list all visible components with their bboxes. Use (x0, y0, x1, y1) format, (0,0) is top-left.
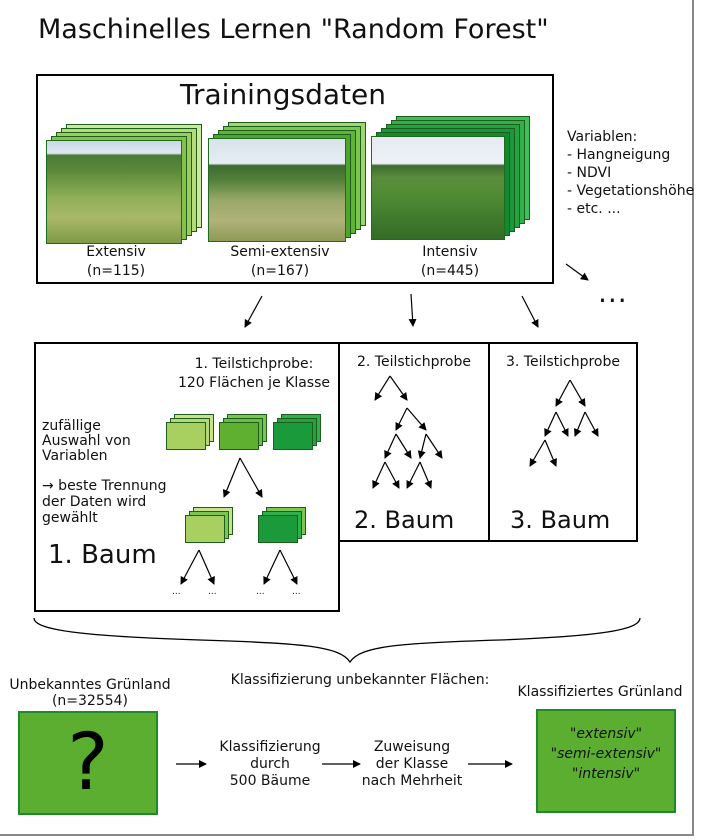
variables-heading: Variablen: (567, 129, 638, 145)
page-title: Maschinelles Lernen "Random Forest" (38, 14, 549, 45)
class-count-extensiv: (n=115) (86, 263, 146, 279)
classified-label: "extensiv" (569, 726, 643, 742)
arrow-to-more (565, 263, 589, 281)
tree2-label: 2. Baum (354, 506, 455, 534)
class-label-intensiv: Intensiv (422, 244, 478, 260)
tree1-subsample-line1: 1. Teilstichprobe: (194, 356, 314, 372)
arrow-to-tree3 (521, 295, 539, 328)
class-label-semi-extensiv: Semi-extensiv (230, 244, 330, 260)
photo-intensiv (371, 136, 505, 240)
class-count-intensiv: (n=445) (420, 263, 480, 279)
question-mark-icon: ? (67, 718, 109, 808)
classified-grassland-heading: Klassifiziertes Grünland (517, 684, 683, 700)
photo-semi-extensiv (208, 138, 346, 242)
variable-item: - etc. ... (567, 201, 621, 217)
classified-grassland-box: "extensiv" "semi-extensiv" "intensiv" (536, 709, 676, 813)
tree3-subsample: 3. Teilstichprobe (505, 354, 621, 370)
more-trees-ellipsis: ... (598, 276, 628, 309)
step-classification: Klassifizierung durch 500 Bäume (219, 739, 321, 789)
photo-extensiv (46, 140, 182, 244)
tree1-label: 1. Baum (48, 540, 157, 570)
variables-list: Variablen: - Hangneigung - NDVI - Vegeta… (567, 128, 694, 218)
summary-brace (33, 617, 641, 664)
tree3-label: 3. Baum (510, 506, 611, 534)
variable-item: - Vegetationshöhe (567, 183, 695, 199)
classified-label: "intensiv" (571, 766, 641, 782)
training-data-heading: Trainingsdaten (180, 78, 386, 111)
class-count-semi-extensiv: (n=167) (250, 263, 310, 279)
tree1-leaf-dots: ... (172, 587, 181, 597)
tree1-subsample-line2: 120 Flächen je Klasse (177, 375, 330, 391)
classified-label: "semi-extensiv" (550, 746, 662, 762)
tree1-leaf-dots: ... (292, 587, 301, 597)
random-variable-note: zufällige Auswahl von Variablen (42, 418, 131, 464)
tree1-leaf-dots: ... (256, 587, 265, 597)
variable-item: - Hangneigung (567, 147, 671, 163)
classification-heading: Klassifizierung unbekannter Flächen: (230, 672, 490, 688)
tree3-panel (488, 342, 638, 542)
tree2-subsample: 2. Teilstichprobe (356, 354, 472, 370)
unknown-grassland-box: ? (18, 711, 158, 815)
arrow-to-tree2 (408, 293, 417, 327)
step-assignment: Zuweisung der Klasse nach Mehrheit (361, 739, 463, 789)
variable-item: - NDVI (567, 165, 612, 181)
tree1-leaf-dots: ... (208, 587, 217, 597)
best-split-note: → beste Trennung der Daten wird gewählt (42, 478, 167, 526)
class-label-extensiv: Extensiv (86, 244, 146, 260)
arrow-to-tree1 (244, 295, 263, 328)
unknown-grassland-label: Unbekanntes Grünland (n=32554) (9, 677, 171, 709)
